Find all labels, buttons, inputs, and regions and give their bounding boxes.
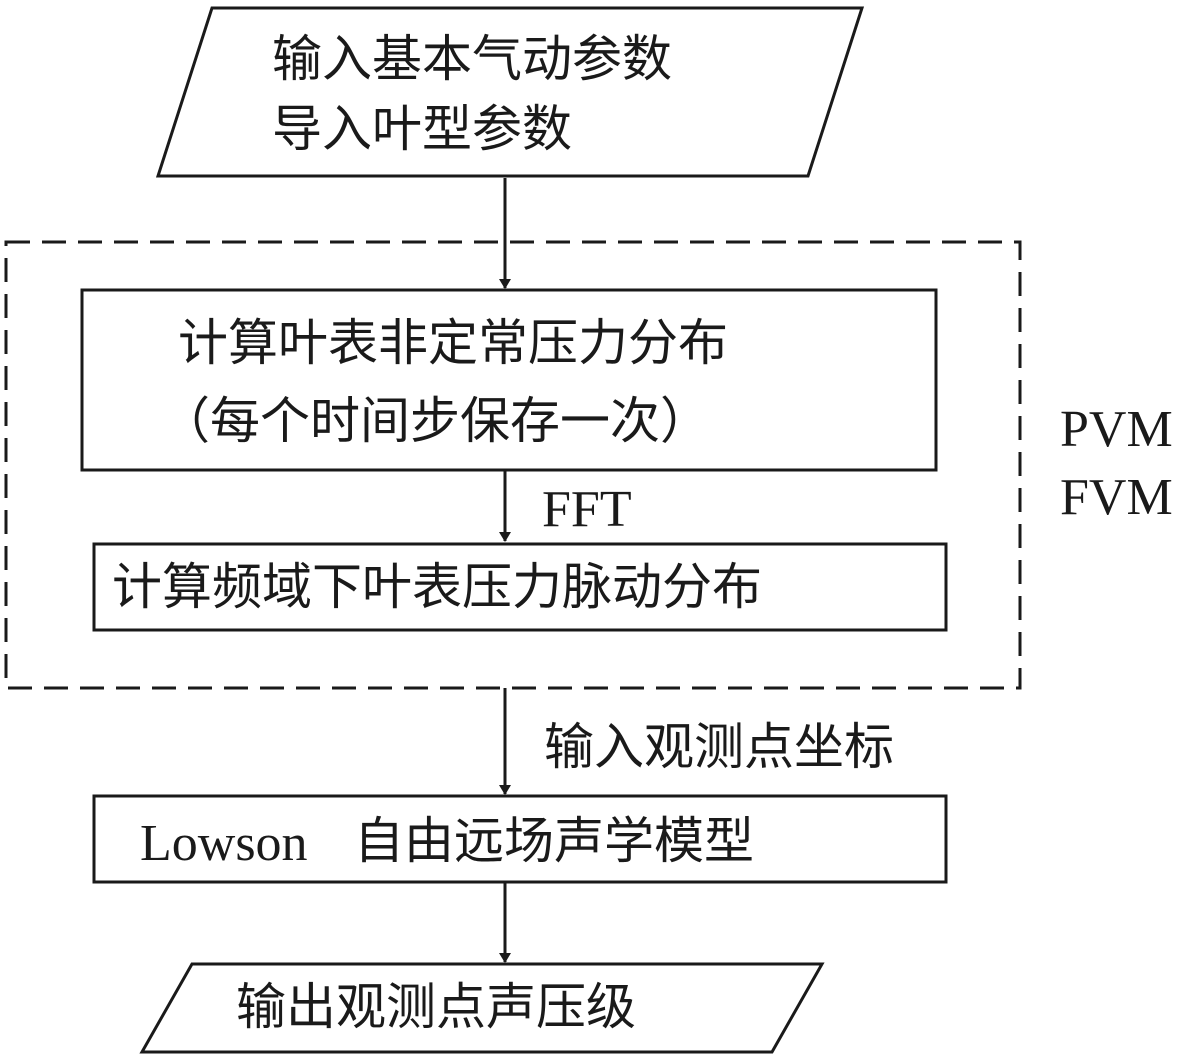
output-spl-text: 输出观测点声压级 (236, 978, 636, 1036)
input-parallelogram-shape (155, 6, 865, 178)
lowson-model-text-latin: Lowson (140, 815, 308, 872)
frequency-domain-box-shape (92, 542, 948, 632)
frequency-domain-text: 计算频域下叶表压力脉动分布 (112, 558, 762, 616)
input-parameters-text-line2: 导入叶型参数 (272, 100, 572, 158)
method-label-fvm: FVM (1060, 469, 1173, 526)
lowson-model-text-cn: 自由远场声学模型 (354, 812, 754, 870)
method-group-dashed-border (4, 240, 1022, 690)
unsteady-pressure-text-line1: 计算叶表非定常压力分布 (178, 314, 728, 372)
lowson-model-box-shape (92, 794, 948, 884)
method-label-pvm: PVM (1060, 401, 1173, 458)
unsteady-pressure-text-line2: （每个时间步保存一次） (160, 392, 710, 450)
observer-coordinates-label: 输入观测点坐标 (544, 718, 894, 776)
unsteady-pressure-box-shape (80, 288, 938, 472)
fft-label: FFT (542, 481, 632, 538)
output-parallelogram-shape (139, 962, 825, 1054)
input-parameters-text-line1: 输入基本气动参数 (272, 30, 672, 88)
